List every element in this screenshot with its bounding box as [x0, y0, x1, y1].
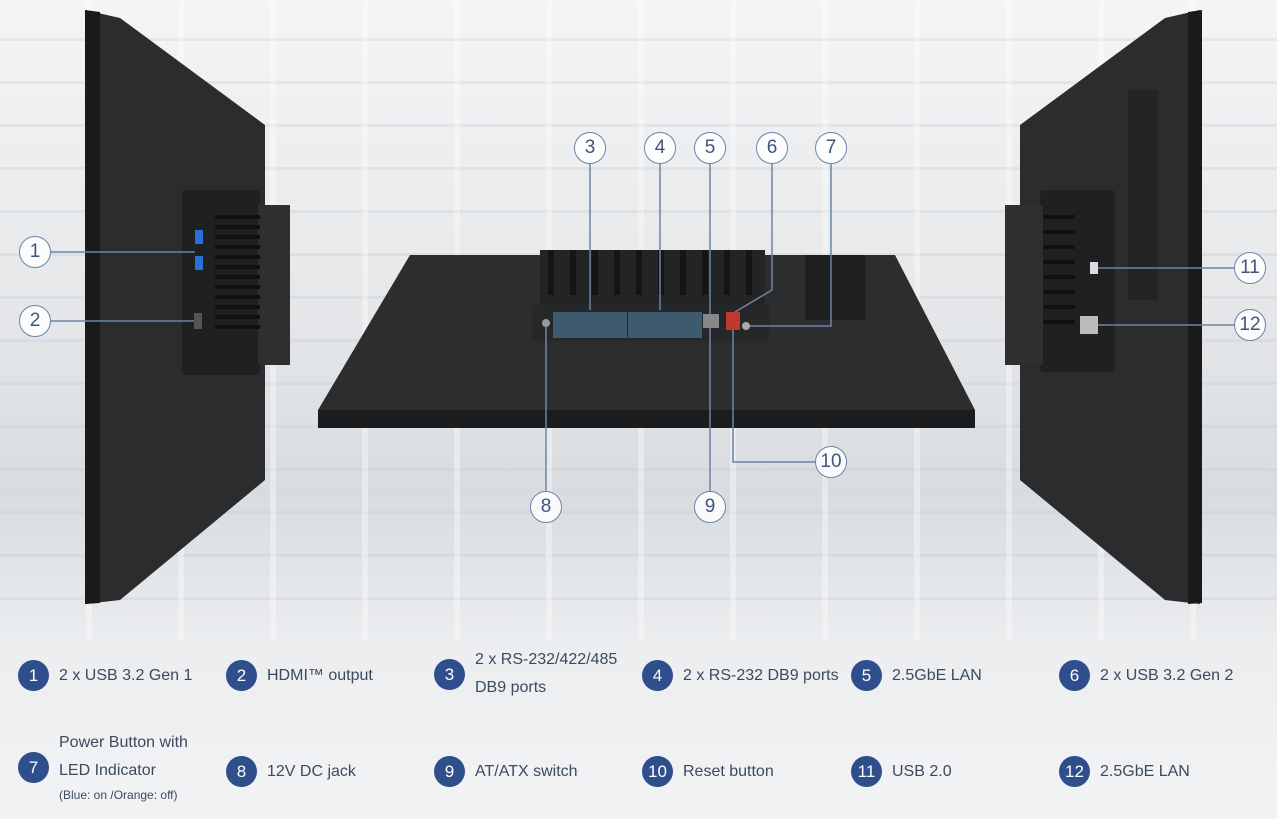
callout-5: 5: [694, 132, 726, 164]
legend-item-4: 4 2 x RS-232 DB9 ports: [642, 660, 839, 691]
callout-1: 1: [19, 236, 51, 268]
legend-badge: 5: [851, 660, 882, 691]
legend-label: 2.5GbE LAN: [892, 666, 982, 684]
left-side-view: [85, 10, 290, 604]
legend-label-line2: DB9 ports: [475, 679, 547, 696]
legend-label-line1: Power Button with: [59, 734, 188, 751]
legend-label: 2 x RS-232 DB9 ports: [683, 666, 839, 684]
legend-item-9: 9 AT/ATX switch: [434, 756, 578, 787]
legend-label: 2 x USB 3.2 Gen 1: [59, 666, 193, 684]
callout-6: 6: [756, 132, 788, 164]
callout-4: 4: [644, 132, 676, 164]
legend-badge: 8: [226, 756, 257, 787]
callout-9: 9: [694, 491, 726, 523]
legend-item-10: 10 Reset button: [642, 756, 774, 787]
legend-item-8: 8 12V DC jack: [226, 756, 356, 787]
legend-label: Reset button: [683, 762, 774, 780]
legend-badge: 12: [1059, 756, 1090, 787]
legend-item-12: 12 2.5GbE LAN: [1059, 756, 1190, 787]
callout-8: 8: [530, 491, 562, 523]
legend-badge: 3: [434, 658, 465, 690]
callout-3: 3: [574, 132, 606, 164]
legend-note: (Blue: on /Orange: off): [59, 788, 178, 802]
legend-label: HDMI™ output: [267, 666, 373, 684]
legend-label: 2.5GbE LAN: [1100, 762, 1190, 780]
legend-label: USB 2.0: [892, 762, 952, 780]
rear-view: [318, 250, 975, 428]
legend-label: LED Indicator: [59, 762, 156, 779]
legend-badge: 6: [1059, 660, 1090, 691]
legend-item-5: 5 2.5GbE LAN: [851, 660, 982, 691]
legend-badge: 10: [642, 756, 673, 787]
legend-item-1: 1 2 x USB 3.2 Gen 1: [18, 660, 192, 691]
legend-badge: 11: [851, 756, 882, 787]
legend-label: 2 x RS-232/422/485: [475, 651, 618, 668]
legend-badge: 2: [226, 660, 257, 691]
legend-badge: 4: [642, 660, 673, 691]
right-side-view: [1005, 10, 1202, 604]
legend-badge: 9: [434, 756, 465, 787]
callout-2: 2: [19, 305, 51, 337]
legend-badge: 1: [18, 660, 49, 691]
product-diagram: [51, 10, 1234, 604]
legend-label: AT/ATX switch: [475, 762, 578, 780]
callout-7: 7: [815, 132, 847, 164]
callout-11: 11: [1234, 252, 1266, 284]
callout-12: 12: [1234, 309, 1266, 341]
legend-item-6: 6 2 x USB 3.2 Gen 2: [1059, 660, 1233, 691]
legend-item-2: 2 HDMI™ output: [226, 660, 373, 691]
legend-label: 2 x USB 3.2 Gen 2: [1100, 666, 1234, 684]
legend-badge: 7: [18, 751, 49, 783]
leader-lines: [51, 164, 1234, 491]
legend-label: 12V DC jack: [267, 762, 356, 780]
legend-item-11: 11 USB 2.0: [851, 756, 952, 787]
callout-10: 10: [815, 446, 847, 478]
